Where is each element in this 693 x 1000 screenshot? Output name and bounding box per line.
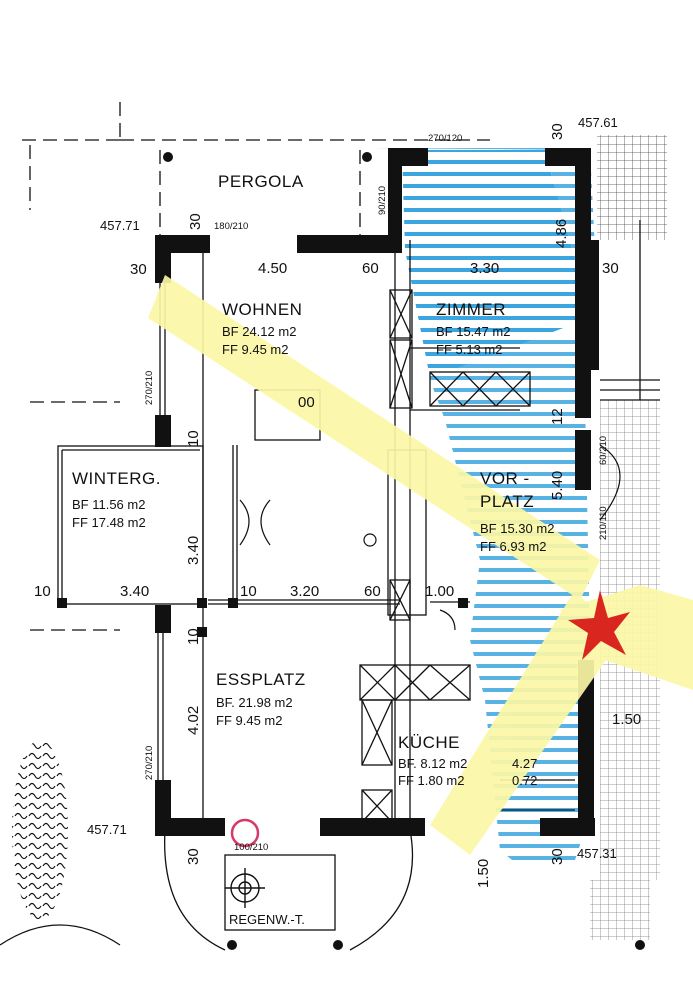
dim-wall-10-b: 10 xyxy=(240,583,257,600)
room-area-ff-wohnen: FF 9.45 m2 xyxy=(222,342,288,357)
rain-tank-label: REGENW.-T. xyxy=(229,912,305,927)
room-label-essplatz: ESSPLATZ xyxy=(216,670,306,689)
room-area-ff-kueche: FF 1.80 m2 xyxy=(398,773,464,788)
dim-wall-12: 12 xyxy=(549,408,566,425)
dim-wall-30-top: 30 xyxy=(187,213,204,230)
pink-circle-marker xyxy=(230,818,260,848)
room-area-ff-vorplatz: FF 6.93 m2 xyxy=(480,539,546,554)
dim-bottom-30-right: 30 xyxy=(549,848,566,865)
room-area-bf-wohnen: BF 24.12 m2 xyxy=(222,324,296,339)
dim-wall-30-tl: 30 xyxy=(130,261,147,278)
dim-wohnen-width: 4.50 xyxy=(258,260,287,277)
dim-wall-60-top: 60 xyxy=(362,260,379,277)
opening-vorplatz-door: 210/110 xyxy=(598,506,609,540)
dim-winterg-width: 3.40 xyxy=(120,583,149,600)
dim-winterg-height: 3.40 xyxy=(185,536,202,565)
room-label-wohnen: WOHNEN xyxy=(222,300,302,319)
thin-walls xyxy=(57,220,660,951)
room-area-ff-winterg: FF 17.48 m2 xyxy=(72,515,146,530)
room-area-bf-vorplatz: BF 15.30 m2 xyxy=(480,521,554,536)
dim-v-540: 5.40 xyxy=(549,471,566,500)
dim-wall-10-a: 10 xyxy=(34,583,51,600)
dim-wohnen-inner: 00 xyxy=(298,394,315,411)
side-area-ff: 0.72 xyxy=(512,773,537,788)
dashed-lines xyxy=(22,102,490,631)
level-top-left: 457.71 xyxy=(100,218,140,233)
opening-wohnen-top: 180/210 xyxy=(214,221,248,232)
door-swings xyxy=(239,444,621,631)
room-area-bf-kueche: BF. 8.12 m2 xyxy=(398,756,467,771)
room-area-bf-essplatz: BF. 21.98 m2 xyxy=(216,695,293,710)
opening-lower-left-wall: 270/210 xyxy=(144,746,155,780)
level-bottom-left: 457.71 xyxy=(87,822,127,837)
room-area-ff-zimmer: FF 5.13 m2 xyxy=(436,342,502,357)
dim-essplatz-width: 3.20 xyxy=(290,583,319,600)
room-area-bf-zimmer: BF 15.47 m2 xyxy=(436,324,510,339)
red-star-marker xyxy=(568,590,630,660)
cabinets xyxy=(359,289,531,823)
dim-v-10-lower: 10 xyxy=(185,628,202,645)
room-label-vorplatz-line2: PLATZ xyxy=(480,492,534,511)
room-area-bf-winterg: BF 11.56 m2 xyxy=(72,497,145,512)
dim-bottom-30-left: 30 xyxy=(185,848,202,865)
yellow-highlight-band xyxy=(148,275,693,855)
room-label-winterg: WINTERG. xyxy=(72,469,161,488)
room-label-zimmer: ZIMMER xyxy=(436,300,506,319)
room-label-kueche: KÜCHE xyxy=(398,733,460,752)
side-area-bf: 4.27 xyxy=(512,756,537,771)
opening-top-zimmer: 270/120 xyxy=(428,133,462,144)
opening-bottom-door: 100/210 xyxy=(234,842,268,853)
dim-wall-60-mid: 60 xyxy=(364,583,381,600)
room-area-ff-essplatz: FF 9.45 m2 xyxy=(216,713,282,728)
level-bottom-right: 457.31 xyxy=(577,846,617,861)
dim-essplatz-height: 4.02 xyxy=(185,706,202,735)
bush-icon xyxy=(0,740,121,946)
dim-right-150: 1.50 xyxy=(612,711,641,728)
level-top-right: 457.61 xyxy=(578,115,618,130)
dim-wall-30-right: 30 xyxy=(602,260,619,277)
dim-wall-30-topright: 30 xyxy=(549,123,566,140)
dim-v-10-left: 10 xyxy=(185,430,202,447)
dim-zimmer-width: 3.30 xyxy=(470,260,499,277)
room-label-vorplatz-line1: VOR - xyxy=(480,469,530,488)
dim-width-100: 1.00 xyxy=(425,583,454,600)
room-label-pergola: PERGOLA xyxy=(218,172,304,191)
opening-vorplatz-right: 60/210 xyxy=(598,436,609,465)
opening-left-wall: 270/210 xyxy=(144,371,155,405)
opening-zimmer-left: 90/210 xyxy=(377,186,388,215)
thick-walls xyxy=(155,148,599,836)
dim-zimmer-height: 4.86 xyxy=(553,219,570,248)
dim-bottom-150: 1.50 xyxy=(475,859,492,888)
rain-tank-icon xyxy=(225,868,265,908)
posts xyxy=(57,152,645,950)
